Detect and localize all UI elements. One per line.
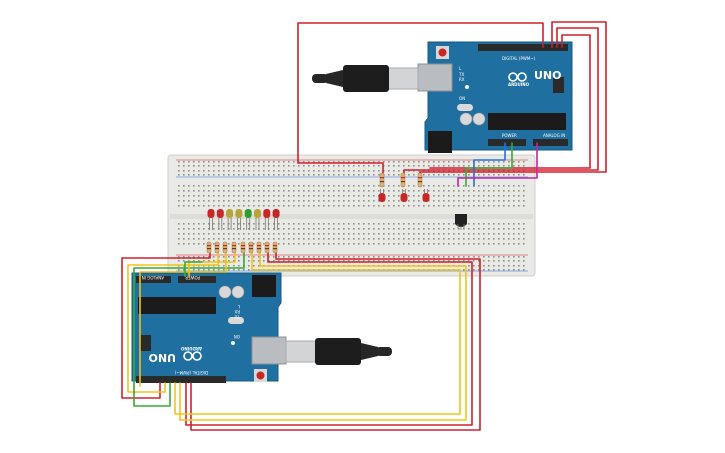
resistor-row-top[interactable] (379, 172, 423, 188)
wire-red-bottom-3[interactable] (185, 249, 473, 426)
digital-header-top[interactable] (478, 44, 568, 51)
analog-header-top[interactable] (533, 139, 568, 146)
analog-label-top: ANALOG IN (543, 133, 565, 138)
wire-magenta-top[interactable] (457, 142, 538, 187)
resistor[interactable] (240, 241, 246, 254)
led-yellow[interactable] (226, 209, 234, 218)
capacitor-bottom-1 (218, 285, 232, 299)
resistor[interactable] (206, 241, 212, 254)
usb-port-top[interactable] (417, 63, 453, 92)
usb-cable-bottom[interactable] (285, 338, 392, 365)
led-yellow[interactable] (235, 209, 243, 218)
arduino-brand-label-bottom: ARDUINO (180, 346, 202, 351)
led-red[interactable] (422, 193, 430, 202)
usb-cable-top[interactable] (312, 65, 419, 92)
led-red[interactable] (216, 209, 224, 218)
led-green[interactable] (244, 209, 252, 218)
arduino-infinity-logo-top (508, 72, 527, 82)
resistor[interactable] (248, 241, 254, 254)
resistor[interactable] (264, 241, 270, 254)
crystal-top (457, 104, 473, 111)
capacitor-top-2 (472, 112, 486, 126)
led-red[interactable] (207, 209, 215, 218)
analog-label-bottom: ANALOG IN (142, 275, 164, 280)
power-header-bottom[interactable] (178, 276, 216, 283)
wire-red-top-loop[interactable] (297, 22, 544, 184)
resistor[interactable] (400, 172, 406, 188)
wire-red-top-right-2[interactable] (403, 27, 599, 184)
icsp-header-bottom (140, 335, 151, 351)
on-label-top: ON (459, 96, 465, 101)
resistor[interactable] (256, 241, 262, 254)
resistor[interactable] (222, 241, 228, 254)
tx-label-bottom: TX (235, 314, 241, 319)
digital-header-bottom[interactable] (136, 376, 226, 383)
wire-blue-top[interactable] (473, 142, 506, 187)
digital-pins-label-top: DIGITAL (PWM~) (502, 56, 536, 61)
power-jack-top[interactable] (428, 131, 452, 153)
rx-label-bottom: RX (234, 309, 240, 314)
led-red[interactable] (272, 209, 280, 218)
led-row-top[interactable] (378, 189, 430, 202)
resistor[interactable] (231, 241, 237, 254)
temperature-sensor[interactable] (455, 214, 467, 230)
wire-green-bottom-2[interactable] (184, 261, 203, 277)
wire-green-bottom[interactable] (133, 249, 245, 407)
resistor[interactable] (272, 241, 278, 254)
wire-red-bottom-2[interactable] (190, 249, 481, 431)
wire-yellow-bottom-3[interactable] (174, 249, 461, 415)
tx-label-top: TX (458, 72, 464, 77)
arduino-uno-bottom[interactable]: UNO ARDUINO DIGITAL (PWM~) POWER ANALOG … (131, 272, 287, 383)
digital-pins-label-bottom: DIGITAL (PWM~) (174, 370, 208, 375)
arduino-infinity-logo-bottom (183, 351, 202, 361)
analog-header-bottom[interactable] (136, 276, 171, 283)
l-led-label-bottom: L (237, 304, 240, 309)
on-label-bottom: ON (234, 334, 240, 339)
wires[interactable] (121, 21, 607, 431)
arduino-model-label-bottom: UNO (149, 351, 177, 364)
resistor[interactable] (214, 241, 220, 254)
power-header-top[interactable] (488, 139, 526, 146)
arduino-brand-label-top: ARDUINO (508, 82, 530, 87)
resistor[interactable] (379, 172, 385, 188)
led-yellow[interactable] (254, 209, 261, 218)
l-led-label-top: L (459, 66, 462, 71)
capacitor-top-1 (459, 112, 473, 126)
microcontroller-chip-bottom (138, 297, 216, 314)
resistor-row-bottom[interactable] (206, 241, 278, 254)
led-red[interactable] (400, 193, 408, 202)
arduino-model-label-top: UNO (534, 69, 562, 82)
led-red[interactable] (263, 209, 271, 218)
usb-port-bottom[interactable] (251, 336, 287, 365)
wire-green-top[interactable] (465, 142, 513, 187)
wire-red-bottom-1[interactable] (121, 249, 211, 399)
crystal-bottom (228, 317, 244, 324)
wire-yellow-bottom-4[interactable] (139, 249, 227, 387)
resistor[interactable] (417, 172, 423, 188)
microcontroller-chip-top (488, 113, 566, 130)
led-red[interactable] (378, 193, 386, 202)
power-label-bottom: POWER (185, 275, 200, 280)
wire-yellow-bottom-5[interactable] (188, 249, 236, 277)
rx-label-top: RX (459, 77, 465, 82)
icsp-header-top (553, 77, 564, 93)
led-row[interactable] (207, 209, 280, 230)
breadboard-center-channel (170, 214, 533, 219)
power-jack-bottom[interactable] (252, 275, 276, 297)
power-label-top: POWER (502, 133, 517, 138)
capacitor-bottom-2 (231, 285, 245, 299)
arduino-uno-top[interactable]: UNO ARDUINO DIGITAL (PWM~) POWER ANALOG … (417, 41, 573, 153)
